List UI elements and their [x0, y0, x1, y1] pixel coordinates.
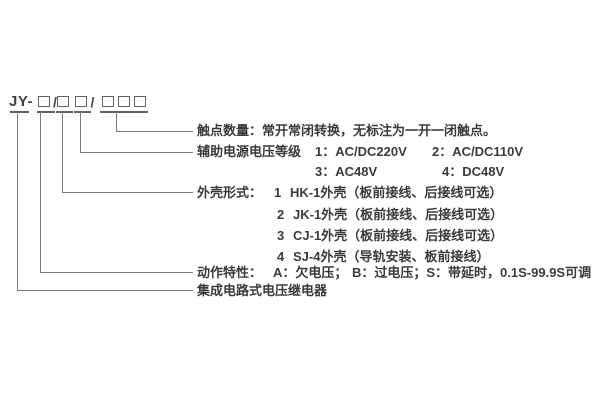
product-name: 集成电路式电压继电器 [197, 283, 328, 298]
callout-line-aux-h [80, 152, 193, 154]
underline-contacts-group [100, 111, 148, 113]
callout-line-aux-v [80, 112, 82, 153]
code-box-action [38, 96, 50, 107]
aux-voltage-option-1: 1：AC/DC220V [315, 144, 407, 159]
code-box-aux-voltage [75, 96, 87, 107]
case-style-option-2-text: JK-1外壳（板前接线、后接线可选） [293, 207, 504, 222]
callout-line-product-v [16, 112, 18, 291]
code-slash-2: / [90, 94, 95, 110]
action-characteristic-label: 动作特性： [197, 265, 263, 280]
contacts-description: 触点数量：常开常闭转换，无标注为一开一闭触点。 [197, 123, 497, 138]
underline-action [36, 111, 55, 113]
case-style-option-4-num: 4 [277, 249, 285, 264]
underline-aux [73, 111, 91, 113]
aux-voltage-option-2: 2：AC/DC110V [432, 144, 524, 159]
model-prefix: JY- [9, 93, 34, 110]
underline-prefix [10, 111, 29, 113]
code-box-contacts-3 [134, 96, 146, 107]
case-style-option-1-text: HK-1外壳（板前接线、后接线可选） [290, 185, 503, 200]
callout-line-contacts-v [116, 112, 118, 132]
code-box-contacts-2 [118, 96, 130, 107]
callout-line-action-h [40, 272, 193, 274]
underline-case [55, 111, 73, 113]
callout-line-contacts-h [116, 131, 193, 133]
aux-voltage-option-3: 3：AC48V [315, 164, 378, 179]
action-characteristic-option-b-s: B：过电压；S：带延时，0.1S-99.9S可调 [352, 265, 592, 280]
action-characteristic-option-a: A：欠电压； [273, 265, 348, 280]
case-style-label: 外壳形式： [197, 185, 263, 200]
code-slash-1: / [53, 94, 57, 110]
case-style-option-3-num: 3 [277, 228, 285, 243]
case-style-option-2-num: 2 [277, 207, 285, 222]
callout-line-case-v [62, 112, 64, 193]
aux-voltage-label: 辅助电源电压等级 [197, 144, 302, 159]
aux-voltage-option-4: 4：DC48V [442, 164, 505, 179]
case-style-option-4-text: SJ-4外壳（导轨安装、板前接线） [293, 249, 490, 264]
code-box-contacts-1 [102, 96, 114, 107]
code-box-case [57, 96, 69, 107]
callout-line-action-v [40, 112, 42, 273]
case-style-option-1-num: 1 [274, 185, 282, 200]
case-style-option-3-text: CJ-1外壳（板前接线、后接线可选） [293, 228, 504, 243]
callout-line-case-h [62, 192, 193, 194]
callout-line-product-h [16, 290, 193, 292]
